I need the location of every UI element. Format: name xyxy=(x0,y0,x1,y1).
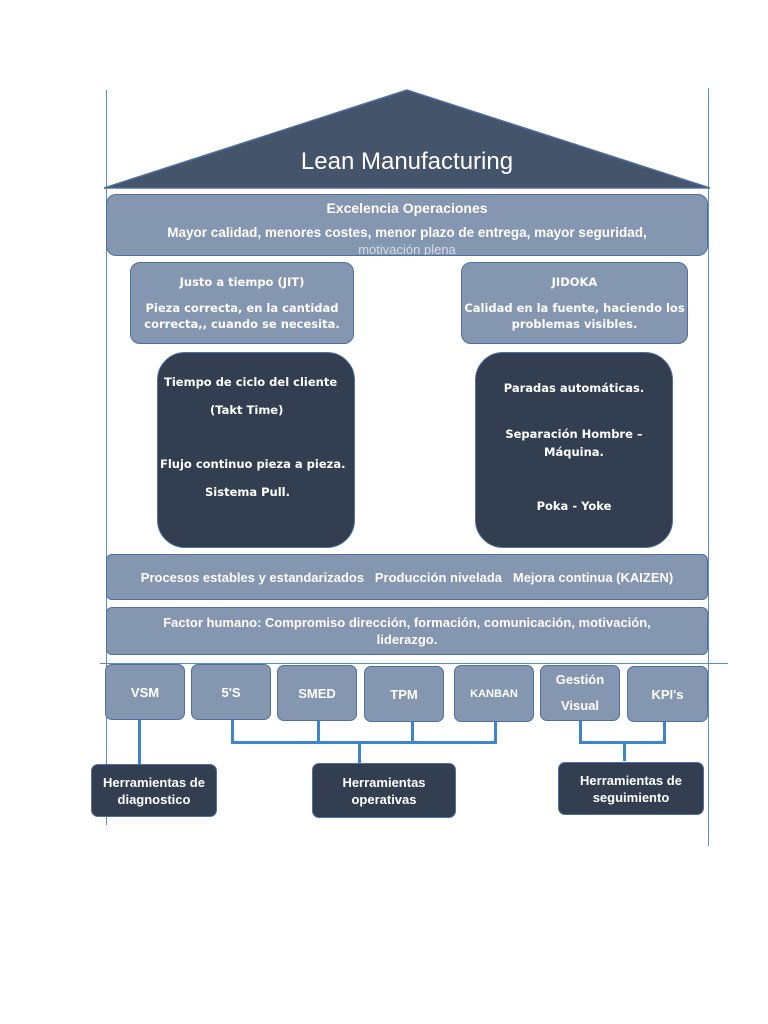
category-seguimiento-line1: Herramientas de xyxy=(580,772,682,788)
connector-gestion-drop xyxy=(579,721,582,742)
left-guide-line xyxy=(106,90,107,825)
right-guide-line xyxy=(708,88,709,846)
base-human-row: Factor humano: Compromiso dirección, for… xyxy=(106,607,708,655)
tool-tpm-label: TPM xyxy=(390,686,418,702)
jidoka-header-box: JIDOKA Calidad en la fuente, haciendo lo… xyxy=(461,262,688,344)
base-processes-row: Procesos estables y estandarizados Produ… xyxy=(106,554,708,600)
tool-kanban-label: KANBAN xyxy=(470,687,518,700)
connector-operativas-bar xyxy=(231,741,497,744)
jidoka-pillar-line3: Máquina. xyxy=(544,445,604,459)
connector-tpm-drop xyxy=(411,722,414,742)
jidoka-pillar-line1: Paradas automáticas. xyxy=(503,381,645,395)
jidoka-desc-line2: problemas visibles. xyxy=(511,317,638,331)
base-human-line2: liderazgo. xyxy=(376,632,438,647)
category-seguimiento-line2: seguimiento xyxy=(592,789,670,805)
category-seguimiento: Herramientas de seguimiento xyxy=(558,762,704,815)
base-human-line1: Factor humano: Compromiso dirección, for… xyxy=(163,615,651,630)
connector-seguimiento-bar xyxy=(579,741,666,744)
category-diagnostico: Herramientas de diagnostico xyxy=(91,764,217,817)
jidoka-pillar: Paradas automáticas. Separación Hombre –… xyxy=(475,352,673,548)
category-diagnostico-line1: Herramientas de xyxy=(103,774,205,790)
floor-guide-line xyxy=(100,663,728,664)
excellence-subtitle: Mayor calidad, menores costes, menor pla… xyxy=(167,225,647,240)
category-operativas-line1: Herramientas xyxy=(342,774,426,790)
excellence-subtitle-cut: motivación plena xyxy=(358,242,456,256)
tool-vsm: VSM xyxy=(105,664,185,720)
tool-gestion-visual: Gestión Visual xyxy=(540,665,620,721)
connector-vsm xyxy=(138,720,141,765)
jidoka-pillar-line2: Separación Hombre – xyxy=(505,427,643,441)
connector-operativas-stem xyxy=(358,741,361,763)
jit-pillar-line1: Tiempo de ciclo del cliente xyxy=(164,375,338,389)
jit-pillar: Tiempo de ciclo del cliente (Takt Time) … xyxy=(157,352,355,548)
category-operativas: Herramientas operativas xyxy=(312,763,456,818)
tool-kpis: KPI's xyxy=(627,666,708,722)
jidoka-title: JIDOKA xyxy=(551,275,598,289)
tool-vsm-label: VSM xyxy=(130,684,160,700)
roof-shape xyxy=(103,89,711,189)
jit-pillar-line4: Sistema Pull. xyxy=(205,485,290,499)
jit-header-box: Justo a tiempo (JIT) Pieza correcta, en … xyxy=(130,262,354,344)
category-operativas-line2: operativas xyxy=(351,791,417,807)
roof-title: Lean Manufacturing xyxy=(300,148,514,175)
base-processes-text: Procesos estables y estandarizados Produ… xyxy=(140,569,674,585)
excellence-banner: Excelencia Operaciones Mayor calidad, me… xyxy=(106,194,708,256)
tool-smed-label: SMED xyxy=(298,685,336,701)
tool-gestion-label: Gestión xyxy=(555,672,605,687)
tool-kpis-label: KPI's xyxy=(651,686,684,702)
connector-kpis-drop xyxy=(663,722,666,742)
tool-5s-label: 5'S xyxy=(221,685,241,700)
jit-pillar-line2: (Takt Time) xyxy=(210,403,284,417)
tool-kanban: KANBAN xyxy=(454,665,534,722)
jidoka-pillar-line4: Poka - Yoke xyxy=(536,499,612,513)
connector-kanban-drop xyxy=(494,722,497,742)
connector-seguimiento-stem xyxy=(623,741,626,761)
tool-visual-label: Visual xyxy=(560,698,600,713)
category-diagnostico-line2: diagnostico xyxy=(117,791,191,807)
jidoka-desc-line1: Calidad en la fuente, haciendo los xyxy=(464,301,685,315)
tool-5s: 5'S xyxy=(191,664,271,720)
connector-smed-drop xyxy=(317,721,320,742)
jit-desc-line2: correcta,, cuando se necesita. xyxy=(144,317,340,331)
jit-title: Justo a tiempo (JIT) xyxy=(179,275,305,289)
excellence-title: Excelencia Operaciones xyxy=(326,200,488,216)
tool-tpm: TPM xyxy=(364,666,444,722)
connector-5s-drop xyxy=(231,720,234,742)
tool-smed: SMED xyxy=(277,665,357,721)
jit-pillar-line3: Flujo continuo pieza a pieza. xyxy=(160,457,346,471)
jit-desc-line1: Pieza correcta, en la cantidad xyxy=(145,301,339,315)
